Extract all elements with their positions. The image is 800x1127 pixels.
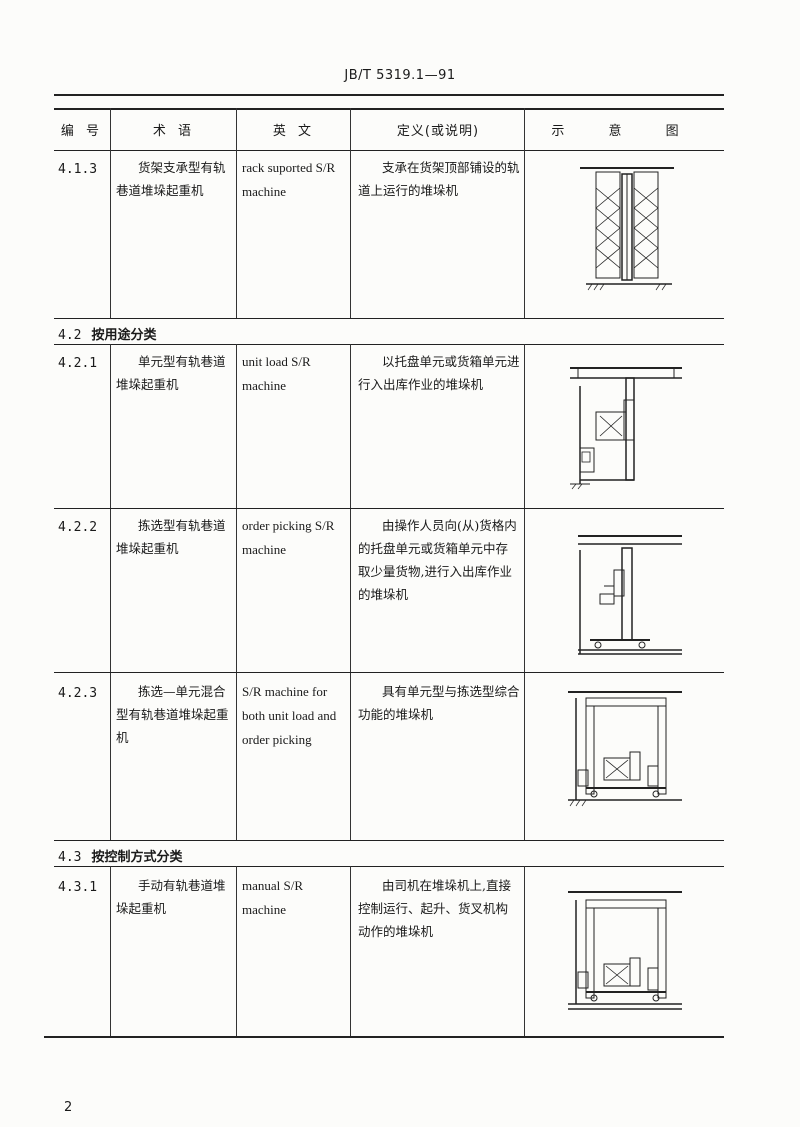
row-number: 4.2.3 [58, 686, 98, 701]
row-english: S/R machine for both unit load and order… [242, 684, 337, 747]
row-english: rack suported S/R machine [242, 160, 336, 199]
col-divider [524, 866, 525, 1036]
col-divider [110, 344, 111, 840]
col-divider [110, 108, 111, 318]
header-top-rule [54, 94, 724, 96]
rack-supported-stacker-diagram [580, 167, 674, 291]
row-term: 拣选型有轨巷道堆垛起重机 [116, 518, 226, 556]
row-rule [54, 672, 724, 673]
row-definition: 由司机在堆垛机上,直接控制运行、起升、货叉机构动作的堆垛机 [358, 878, 511, 939]
col-divider [236, 108, 237, 318]
order-picking-stacker-diagram [578, 535, 682, 655]
col-header-figure: 示 意 图 [551, 123, 699, 139]
row-term: 单元型有轨巷道堆垛起重机 [116, 354, 226, 392]
col-header-number: 编 号 [60, 123, 104, 139]
section-title: 按用途分类 [91, 328, 157, 343]
manual-stacker-diagram [568, 891, 682, 1010]
row-definition: 支承在货架顶部铺设的轨道上运行的堆垛机 [358, 160, 520, 198]
col-divider [236, 866, 237, 1036]
col-divider [350, 108, 351, 318]
row-number: 4.2.1 [58, 356, 98, 371]
row-english: manual S/R machine [242, 878, 304, 917]
row-rule [54, 840, 724, 841]
row-number: 4.2.2 [58, 520, 98, 535]
table-header-rule [54, 150, 724, 151]
mixed-type-stacker-diagram [568, 691, 682, 807]
section-rule [54, 344, 724, 345]
section-number: 4.3 [58, 850, 82, 865]
col-divider [350, 866, 351, 1036]
col-header-term: 术 语 [152, 123, 196, 139]
row-term: 拣选—单元混合型有轨巷道堆垛起重机 [116, 684, 229, 745]
row-definition: 以托盘单元或货箱单元进行入出库作业的堆垛机 [358, 354, 520, 392]
row-english: order picking S/R machine [242, 518, 335, 557]
row-definition: 由操作人员向(从)货格内的托盘单元或货箱单元中存取少量货物,进行入出库作业的堆垛… [358, 518, 517, 602]
section-rule [54, 866, 724, 867]
row-definition: 具有单元型与拣选型综合功能的堆垛机 [358, 684, 520, 722]
section-number: 4.2 [58, 328, 82, 343]
table-bottom-rule [44, 1036, 724, 1038]
col-divider [350, 344, 351, 840]
row-rule [54, 318, 724, 319]
col-header-definition: 定义(或说明) [396, 123, 480, 139]
section-heading: 4.2 按用途分类 [58, 324, 157, 343]
section-heading: 4.3 按控制方式分类 [58, 846, 183, 865]
col-divider [524, 108, 525, 318]
unit-load-stacker-diagram [570, 367, 682, 490]
row-term: 货架支承型有轨巷道堆垛起重机 [116, 160, 226, 198]
row-english: unit load S/R machine [242, 354, 311, 393]
col-divider [236, 344, 237, 840]
page-number: 2 [64, 1100, 73, 1115]
col-divider [110, 866, 111, 1036]
row-term: 手动有轨巷道堆垛起重机 [116, 878, 226, 916]
row-rule [54, 508, 724, 509]
section-title: 按控制方式分类 [91, 850, 183, 865]
col-header-english: 英 文 [272, 123, 316, 139]
standard-header: JB/T 5319.1—91 [344, 68, 456, 83]
table-top-rule [54, 108, 724, 110]
col-divider [524, 344, 525, 840]
row-number: 4.1.3 [58, 162, 98, 177]
row-number: 4.3.1 [58, 880, 98, 895]
